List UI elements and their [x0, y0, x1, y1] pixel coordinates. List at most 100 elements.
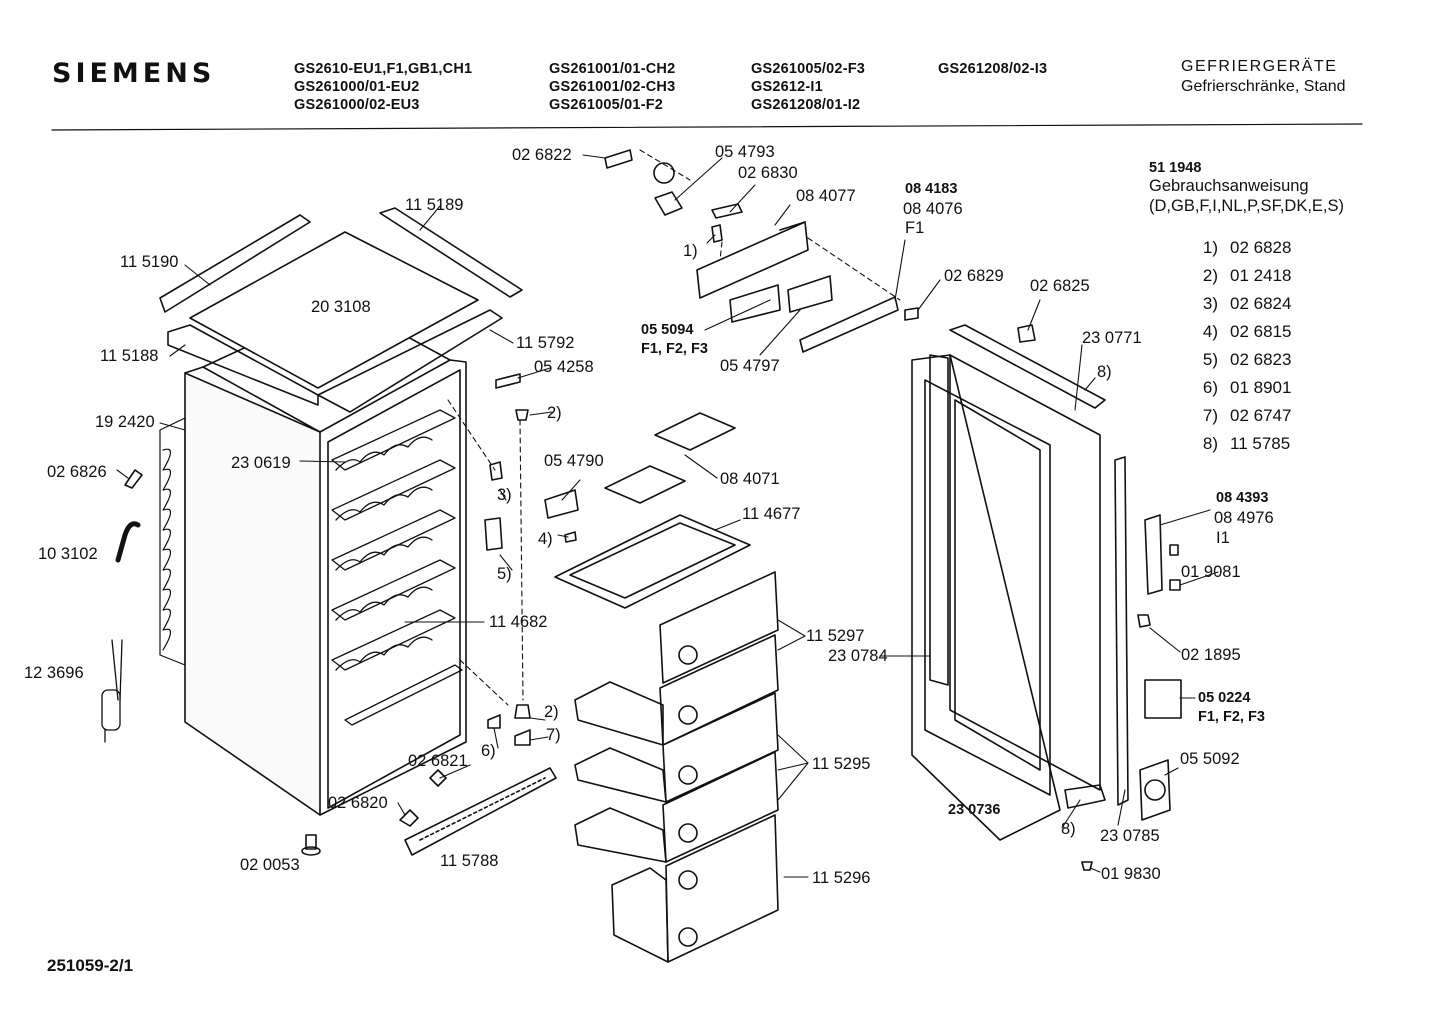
dial-gauge	[1139, 759, 1171, 821]
legend-item: 1) 02 6828	[1180, 234, 1292, 262]
model-line: GS261005/02-F3	[751, 61, 866, 77]
legend-code: 02 6823	[1230, 350, 1292, 369]
assembly-lines	[447, 149, 901, 706]
legend-code: 02 6824	[1230, 294, 1292, 313]
part-label: 02 1895	[1181, 646, 1241, 664]
part-label: 02 6826	[47, 463, 107, 481]
part-label: 10 3102	[38, 545, 98, 563]
drawers	[574, 571, 779, 963]
category-subtitle: Gefrierschränke, Stand	[1181, 78, 1346, 95]
part-label: 11 4682	[489, 613, 548, 631]
part-label: 11 5296	[812, 869, 871, 887]
part-label: 23 0736	[948, 802, 1001, 818]
ice-trays	[604, 412, 736, 504]
legend-item: 7) 02 6747	[1180, 402, 1292, 430]
part-label: 01 9081	[1181, 563, 1241, 581]
model-column-1: GS2610-EU1,F1,GB1,CH1 GS261000/01-EU2 GS…	[294, 60, 472, 114]
legend-item: 5) 02 6823	[1180, 346, 1292, 374]
part-label: 02 6820	[328, 794, 388, 812]
part-label: 01 9830	[1101, 865, 1161, 883]
part-label: 08 4976	[1214, 509, 1274, 527]
legend-item: 8)11 5785	[1180, 430, 1291, 458]
legend-code: 02 6828	[1230, 238, 1292, 257]
model-column-3: GS261005/02-F3 GS2612-I1 GS261208/01-I2	[751, 60, 865, 114]
part-label: I1	[1216, 529, 1230, 547]
model-line: GS2610-EU1,F1,GB1,CH1	[294, 61, 473, 77]
model-line: GS261000/02-EU3	[294, 97, 420, 113]
part-label: 12 3696	[24, 664, 84, 682]
part-label: 05 4793	[715, 143, 775, 161]
model-line: GS261001/01-CH2	[549, 61, 676, 77]
callout-number: 5)	[497, 565, 512, 583]
part-label: F1, F2, F3	[1198, 709, 1265, 725]
part-label: 02 0053	[240, 856, 300, 874]
legend-number: 4)	[1202, 322, 1218, 341]
part-label: 02 6825	[1030, 277, 1090, 295]
model-line: GS261001/02-CH3	[549, 79, 676, 95]
legend-number: 3)	[1202, 294, 1218, 313]
part-label: 19 2420	[95, 413, 155, 431]
part-label: 02 6829	[944, 267, 1004, 285]
model-column-4: GS261208/02-I3	[938, 60, 1047, 78]
part-label: 11 5190	[120, 253, 179, 271]
part-label: F1	[905, 219, 925, 237]
legend-code: 02 6747	[1230, 406, 1292, 425]
rear-condenser	[159, 417, 186, 666]
callout-number: 2)	[547, 404, 562, 422]
legend-item: 2) 01 2418	[1180, 262, 1292, 290]
part-label: 23 0619	[231, 454, 291, 472]
legend-number: 6)	[1202, 378, 1218, 397]
model-column-2: GS261001/01-CH2 GS261001/02-CH3 GS261005…	[549, 60, 675, 114]
part-label: 11 4677	[742, 505, 801, 523]
part-label: 23 0785	[1100, 827, 1160, 845]
callout-number: 3)	[497, 486, 512, 504]
part-label: 08 4393	[1216, 490, 1269, 506]
part-label: 08 4071	[720, 470, 780, 488]
callout-number: 8)	[1061, 820, 1076, 838]
part-label: 08 4183	[905, 181, 958, 197]
callout-number: 8)	[1097, 363, 1112, 381]
legend-code: 01 2418	[1230, 266, 1292, 285]
part-label: 05 4797	[720, 357, 780, 375]
manual-title: Gebrauchsanweisung	[1149, 177, 1309, 195]
legend-number: 2)	[1202, 266, 1218, 285]
model-line: GS261000/01-EU2	[294, 79, 420, 95]
callout-number: 2)	[544, 703, 559, 721]
part-label: 02 6822	[512, 146, 572, 164]
part-label: 20 3108	[311, 298, 371, 316]
legend-number: 1)	[1202, 238, 1218, 257]
door	[911, 324, 1129, 841]
part-label: 11 5792	[516, 334, 575, 352]
model-line: GS2612-I1	[751, 79, 823, 95]
kick-plate	[404, 767, 557, 856]
callout-number: 1)	[683, 242, 698, 260]
manual-code: 51 1948	[1149, 160, 1202, 176]
part-label: 08 4077	[796, 187, 856, 205]
model-line: GS261208/01-I2	[751, 97, 861, 113]
legend-item: 3) 02 6824	[1180, 290, 1292, 318]
part-label: 23 0784	[828, 647, 888, 665]
legend-item: 4) 02 6815	[1180, 318, 1292, 346]
legend-code: 01 8901	[1230, 378, 1292, 397]
part-label: 02 6830	[738, 164, 798, 182]
leader-lines	[116, 154, 1219, 878]
model-line: GS261208/02-I3	[938, 61, 1048, 77]
legend-number: 7)	[1202, 406, 1218, 425]
part-label: 11 5788	[440, 852, 499, 870]
callout-number: 6)	[481, 742, 496, 760]
part-label: 05 5092	[1180, 750, 1240, 768]
drawing-number: 251059-2/1	[47, 956, 134, 975]
category-title: GEFRIERGERÄTE	[1181, 58, 1338, 75]
manual-languages: (D,GB,F,I,NL,P,SF,DK,E,S)	[1149, 197, 1344, 215]
part-label: 11 5188	[100, 347, 159, 365]
wire-shelves	[331, 409, 463, 726]
sensor-cable	[101, 639, 123, 743]
model-line: GS261005/01-F2	[549, 97, 664, 113]
legend-number: 5)	[1202, 350, 1218, 369]
legend-code: 02 6815	[1230, 322, 1292, 341]
part-label: 11 5297	[806, 627, 865, 645]
brand-logo: SIEMENS	[52, 58, 216, 89]
part-label: 05 5094	[641, 322, 694, 338]
legend-list: 1)02 6828 2)01 2418 3)02 6824 4)02 6815 …	[1180, 234, 1292, 458]
legend-number: 8)	[1202, 434, 1218, 453]
